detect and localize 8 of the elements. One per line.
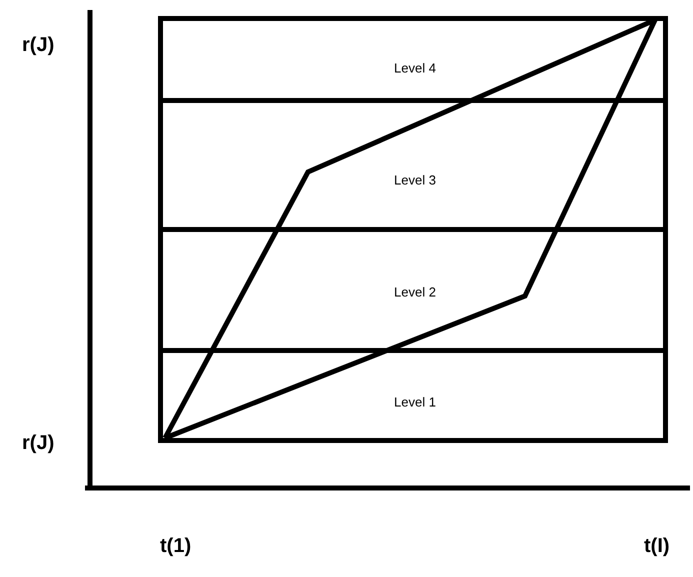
band-label: Level 4	[394, 60, 436, 76]
band-label: Level 3	[394, 172, 436, 188]
band-label: Level 1	[394, 394, 436, 410]
axis-label: t(1)	[160, 535, 192, 558]
axis-label: r(J)	[22, 432, 54, 455]
axis-label: r(J)	[22, 34, 54, 57]
axis-label: t(I)	[644, 535, 670, 558]
band-label: Level 2	[394, 284, 436, 300]
